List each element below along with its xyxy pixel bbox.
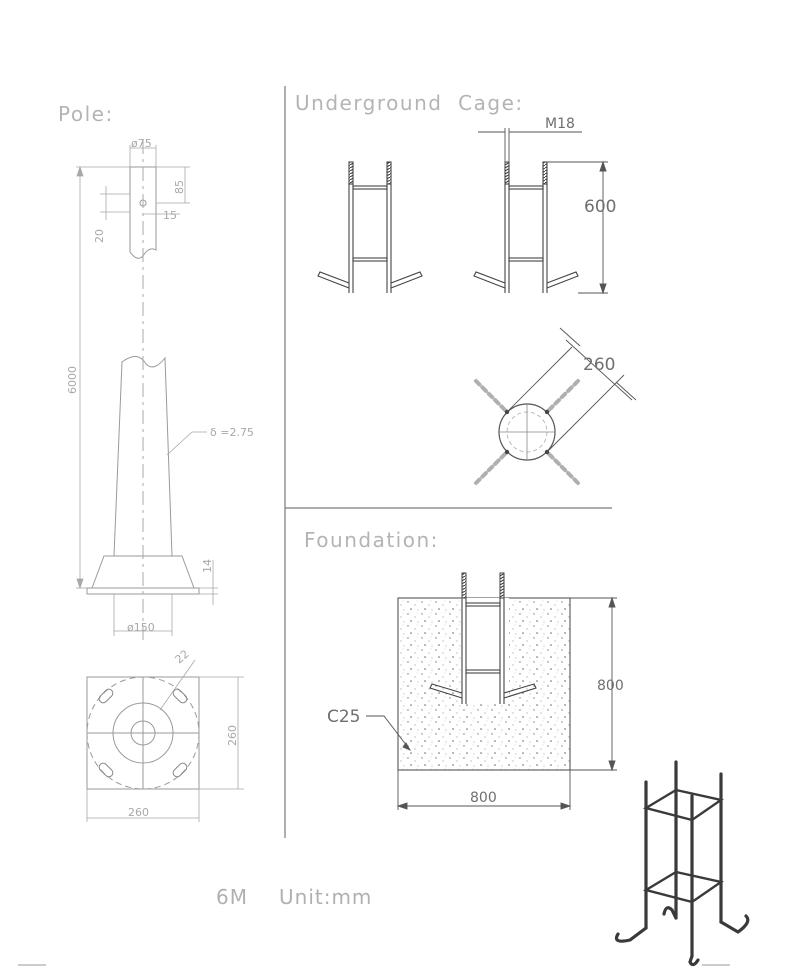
cage-dimensions [478, 128, 608, 295]
dim-hole-size: 22 [173, 647, 192, 666]
unit-label: Unit:mm [279, 885, 372, 909]
pole-elevation [86, 140, 200, 640]
dim-pole-85: 85 [173, 180, 186, 194]
dim-foundation-width: 800 [470, 790, 497, 806]
cage-elevation-left [317, 161, 423, 293]
foundation-dimensions [366, 596, 617, 810]
foundation-section [397, 572, 571, 771]
base-plate-plan [86, 659, 244, 822]
dim-plate-height: 260 [226, 725, 239, 746]
dim-cage-height: 600 [584, 197, 616, 217]
dim-pole-thickness: δ =2.75 [210, 426, 254, 439]
pole-height-label: 6M [216, 885, 248, 909]
dim-cage-bolt: M18 [545, 116, 575, 132]
dim-pole-base-dia: ø150 [127, 621, 155, 634]
dim-cage-spacing: 260 [583, 355, 615, 375]
foundation-section-title: Foundation: [304, 528, 439, 552]
dim-plate-width: 260 [128, 806, 149, 819]
cage-elevation-right [473, 161, 579, 293]
dim-pole-top-dia: ø75 [131, 137, 152, 150]
cage-plan [473, 327, 637, 486]
concrete-grade-label: C25 [327, 707, 361, 727]
dim-pole-15: 15 [163, 209, 177, 222]
dim-foundation-height: 800 [597, 678, 624, 694]
dim-pole-20: 20 [93, 229, 106, 243]
pole-dimensions [76, 145, 218, 636]
cage-section-title: Underground Cage: [295, 91, 524, 115]
dim-pole-14: 14 [201, 559, 214, 573]
pole-section-title: Pole: [58, 102, 114, 126]
dim-pole-height: 6000 [66, 366, 79, 394]
rebar-cage-3d [614, 760, 750, 967]
